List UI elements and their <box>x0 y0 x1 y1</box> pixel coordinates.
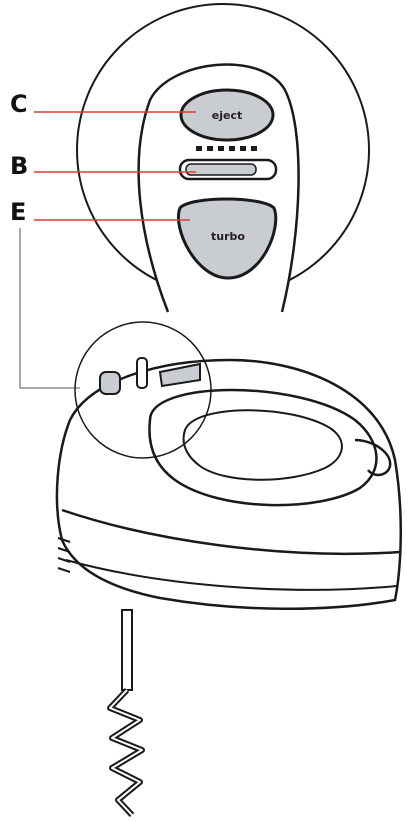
eject-button-label: eject <box>212 109 242 122</box>
beater <box>110 610 142 815</box>
speed-slider-knob[interactable] <box>186 164 256 175</box>
callout-label-b: B <box>10 152 28 180</box>
mixer-body <box>57 360 401 609</box>
detail-magnifier: eject turbo <box>77 4 369 312</box>
callout-label-c: C <box>10 90 28 118</box>
turbo-button-label: turbo <box>211 230 245 243</box>
mini-eject-button <box>100 372 120 394</box>
eject-button[interactable]: eject <box>181 90 273 140</box>
magnifier-connector <box>20 228 80 388</box>
beater-shaft <box>122 610 132 690</box>
mini-speed-slider <box>137 358 147 388</box>
callout-label-e: E <box>10 198 26 226</box>
